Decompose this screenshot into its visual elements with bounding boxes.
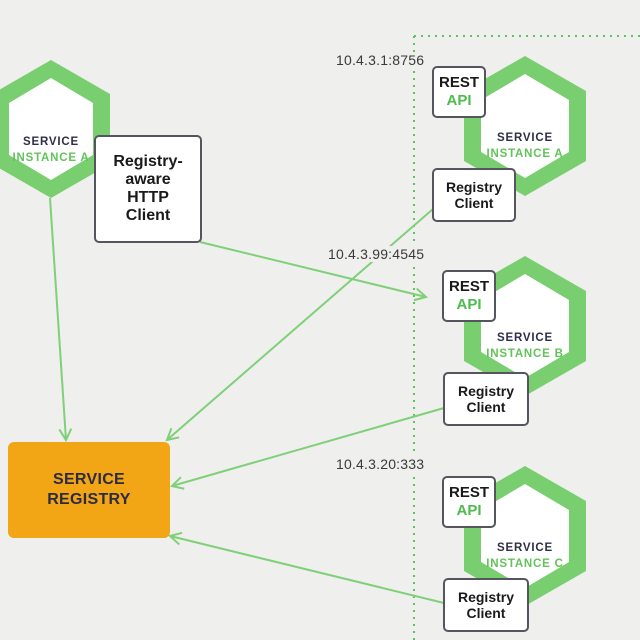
registry-client-box: Registry Client [443, 578, 529, 632]
rest-label: REST [448, 278, 489, 295]
instance-label: SERVICE INSTANCE C [462, 540, 588, 572]
instance-label-line1: SERVICE [497, 332, 553, 344]
http-client-line4: Client [125, 207, 171, 224]
service-instance-hexagon: SERVICE INSTANCE A [462, 54, 588, 198]
registry-client-line2: Client [466, 605, 506, 621]
registry-client-line1: Registry [457, 383, 515, 399]
registry-client-box: Registry Client [443, 372, 529, 426]
http-client-line3: HTTP [127, 189, 169, 206]
instance-label: SERVICE INSTANCE A [462, 130, 588, 162]
rest-label: REST [438, 74, 479, 91]
registry-line2: REGISTRY [47, 491, 131, 508]
registry-client-line2: Client [454, 195, 494, 211]
instance-label-line1: SERVICE [497, 132, 553, 144]
ip-address-label: 10.4.3.1:8756 [334, 52, 427, 68]
client-service-hexagon: SERVICE INSTANCE A [0, 58, 112, 200]
arrow-registry-client-b-to-registry [172, 407, 445, 486]
http-client-line2: aware [125, 171, 171, 188]
service-registry-box: SERVICE REGISTRY [8, 442, 170, 538]
registry-line1: SERVICE [52, 471, 126, 488]
registry-client-line1: Registry [445, 179, 503, 195]
instance-label-line2: INSTANCE A [486, 148, 564, 160]
registry-aware-http-client-box: Registry- aware HTTP Client [94, 135, 202, 243]
rest-label: REST [448, 484, 489, 501]
instance-label-line2: INSTANCE C [486, 558, 564, 570]
ip-address-label: 10.4.3.20:333 [334, 456, 427, 472]
registry-client-line2: Client [466, 399, 506, 415]
registry-client-line1: Registry [457, 589, 515, 605]
api-label: API [456, 296, 482, 313]
hexagon-shape [0, 60, 110, 198]
hexagon-shape [464, 56, 586, 196]
client-service-label: SERVICE INSTANCE A [0, 134, 112, 166]
instance-label-line2: INSTANCE B [486, 348, 564, 360]
registry-client-box: Registry Client [432, 168, 516, 222]
instance-label: SERVICE INSTANCE B [462, 330, 588, 362]
ip-address-label: 10.4.3.99:4545 [326, 246, 427, 262]
api-label: API [456, 502, 482, 519]
http-client-line1: Registry- [113, 153, 183, 170]
rest-api-box: REST API [442, 270, 496, 322]
arrow-instance-a-to-registry [49, 197, 66, 440]
rest-api-box: REST API [442, 476, 496, 528]
service-label-line2: INSTANCE A [12, 152, 90, 164]
arrow-http-client-to-instance-b [199, 241, 426, 297]
instance-label-line1: SERVICE [497, 542, 553, 554]
rest-api-box: REST API [432, 66, 486, 118]
arrow-registry-client-c-to-registry [170, 536, 445, 604]
api-label: API [446, 92, 472, 109]
service-label-line1: SERVICE [23, 136, 79, 148]
